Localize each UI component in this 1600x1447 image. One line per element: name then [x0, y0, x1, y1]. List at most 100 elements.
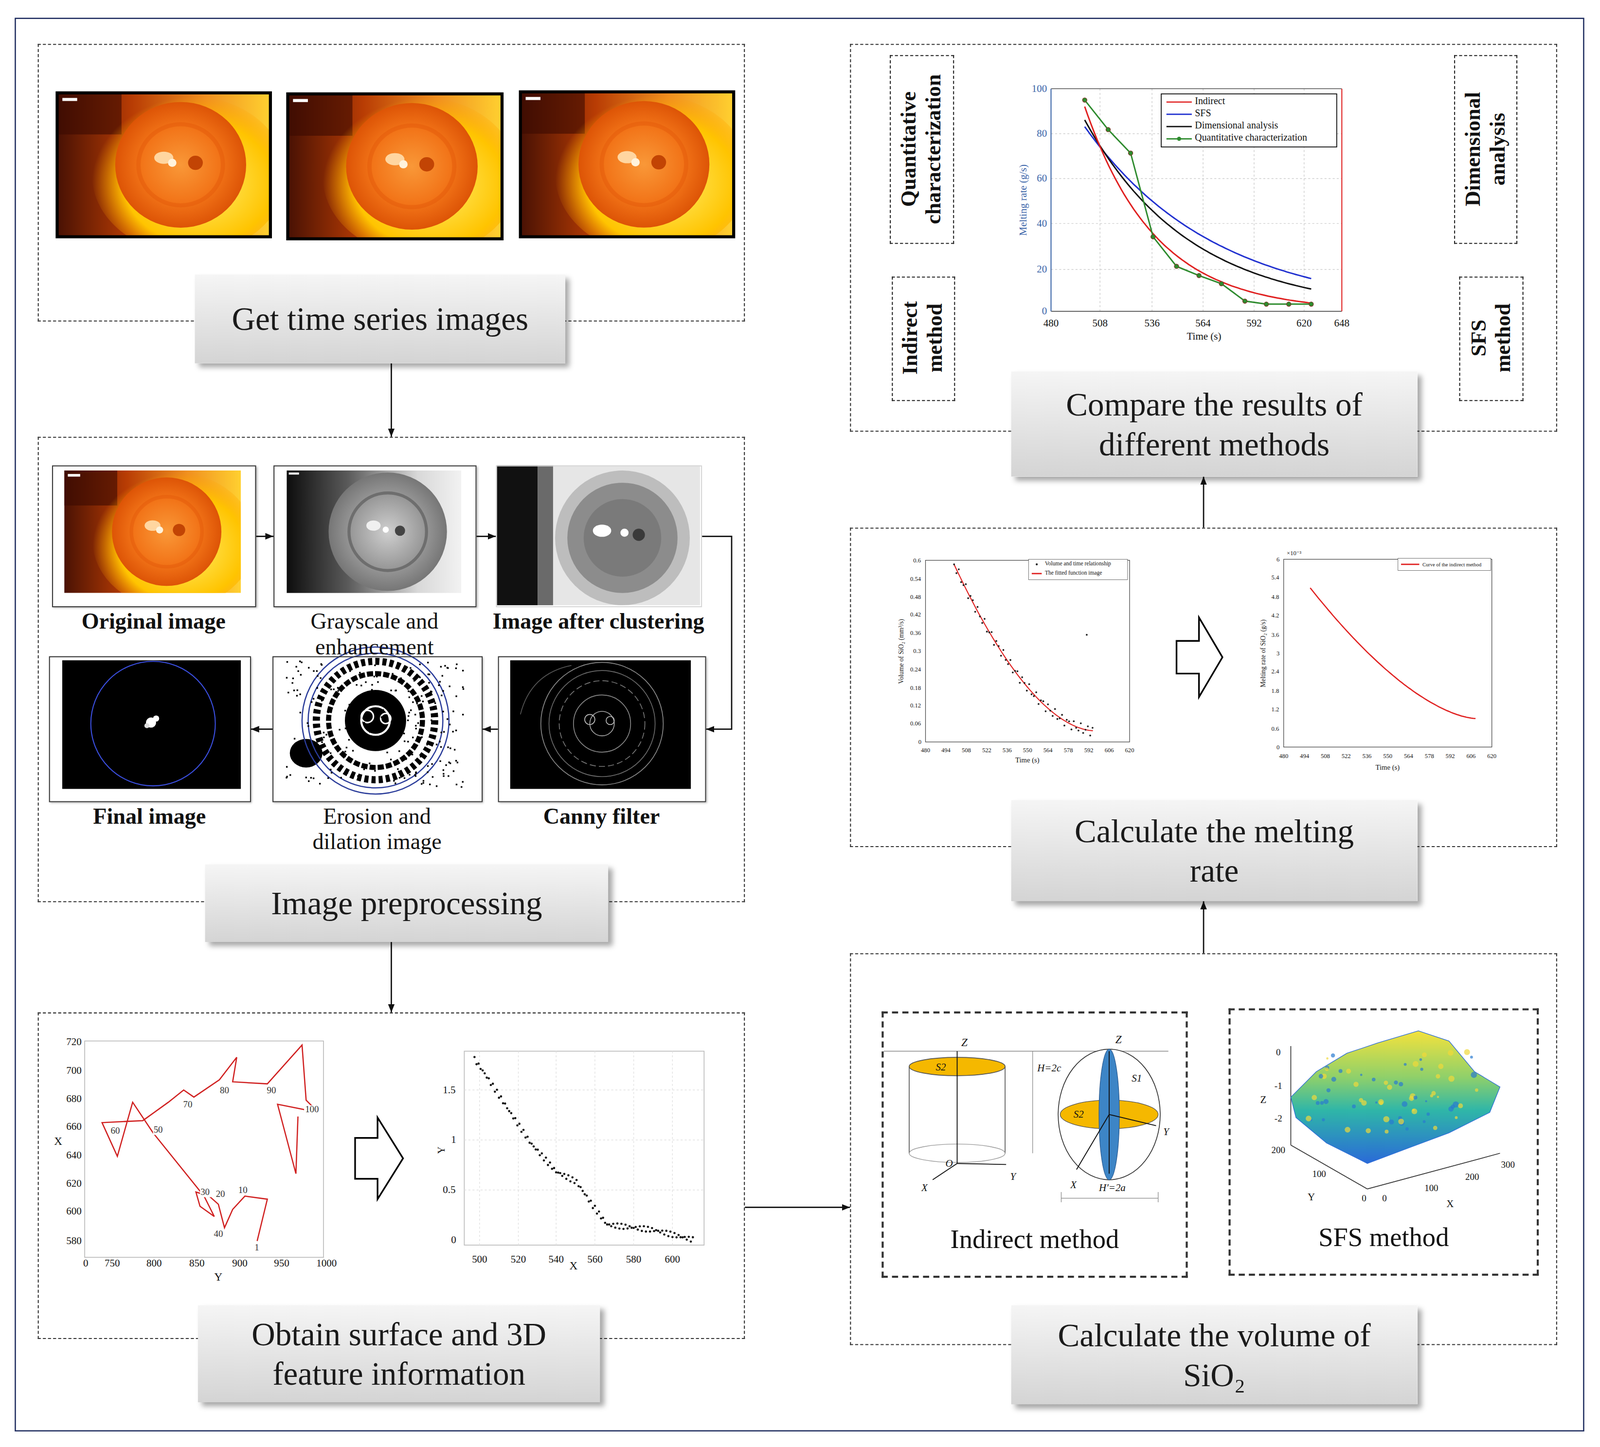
- surface-texture: [1353, 1081, 1359, 1087]
- axis-label: 680: [66, 1094, 82, 1105]
- axis-label: 564: [1195, 318, 1211, 329]
- ellipsoid-model: [1109, 1114, 1156, 1126]
- noise-dot: [431, 714, 434, 716]
- data-point: [493, 1090, 497, 1093]
- noise-dot: [310, 776, 312, 779]
- legend-entry: Quantitative characterization: [1166, 133, 1308, 144]
- erosion-photo: [328, 673, 423, 768]
- data-point: [510, 1112, 513, 1115]
- noise-dot: [308, 747, 311, 749]
- noise-dot: [344, 709, 346, 712]
- data-point: [1086, 725, 1089, 728]
- axis-label: 578: [1063, 746, 1074, 754]
- noise-dot: [407, 690, 410, 692]
- noise-dot: [375, 747, 378, 749]
- noise-dot: [414, 724, 417, 727]
- axis-label: 950: [273, 1258, 289, 1269]
- data-point: [583, 1192, 587, 1196]
- axis-label: 578: [1424, 753, 1435, 760]
- noise-dot: [449, 685, 451, 687]
- data-point: [571, 1175, 574, 1179]
- noise-dot: [352, 773, 354, 775]
- noise-dot: [455, 663, 458, 666]
- method-label: Indirect method: [898, 288, 948, 389]
- surface-texture: [1326, 1057, 1329, 1060]
- stage-title: Obtain surface and 3D feature informatio…: [197, 1305, 600, 1403]
- surface-texture: [1384, 1080, 1389, 1085]
- data-point: [638, 1224, 642, 1228]
- noise-dot: [329, 752, 332, 754]
- data-marker: [1128, 150, 1133, 156]
- noise-dot: [418, 676, 421, 678]
- legend-swatch: [1401, 561, 1420, 568]
- noise-dot: [456, 761, 459, 763]
- axis-label: 620: [1125, 746, 1135, 754]
- data-point: [614, 1226, 617, 1229]
- ellipsoid-model: [1058, 1048, 1161, 1203]
- canny-photo: [510, 660, 691, 789]
- noise-dot: [371, 683, 373, 686]
- image-frame: Original image: [52, 465, 257, 608]
- data-point: [971, 599, 974, 602]
- surface-texture: [1433, 1125, 1438, 1131]
- erosion-photo: [316, 661, 435, 780]
- data-point: [967, 597, 970, 600]
- noise-dot: [446, 666, 449, 669]
- method-caption: SFS method: [1230, 1223, 1537, 1254]
- axis-label: 560: [587, 1254, 603, 1265]
- axis-label: 500: [471, 1254, 487, 1265]
- curve: [1084, 119, 1312, 289]
- surface-texture: [1412, 1060, 1419, 1067]
- data-point: [1051, 715, 1054, 718]
- noise-dot: [445, 764, 447, 766]
- data-point: [960, 581, 963, 584]
- furnace-photo: [56, 91, 750, 609]
- noise-dot: [441, 674, 444, 677]
- noise-dot: [415, 727, 417, 730]
- grayscale-photo: [328, 472, 447, 591]
- noise-dot: [323, 731, 325, 734]
- noise-dot: [360, 684, 362, 686]
- data-point: [505, 1106, 509, 1110]
- canny-photo: [520, 665, 572, 715]
- noise-dot: [386, 751, 388, 754]
- noise-dot: [412, 736, 414, 738]
- data-point: [503, 1102, 507, 1105]
- axis-label: 750: [104, 1258, 120, 1269]
- method-label: Quantitative characterization: [896, 66, 946, 232]
- axis-label: 620: [66, 1178, 82, 1189]
- noise-dot: [388, 762, 390, 765]
- noise-dot: [452, 710, 454, 712]
- noise-dot: [407, 719, 409, 721]
- legend-entry: Dimensional analysis: [1166, 121, 1279, 132]
- axis-label: X: [1070, 1179, 1077, 1190]
- noise-dot: [455, 783, 458, 786]
- data-point: [624, 1223, 628, 1226]
- noise-dot: [323, 736, 325, 738]
- axis-label: 6: [1276, 556, 1280, 563]
- axis-label: 536: [1362, 753, 1372, 760]
- point-number: 1: [253, 1242, 261, 1252]
- noise-dot: [403, 732, 405, 735]
- noise-dot: [299, 757, 301, 760]
- noise-dot: [444, 665, 446, 667]
- legend-swatch: [1031, 570, 1043, 577]
- axis-label: 620: [1487, 753, 1497, 760]
- data-point: [636, 1228, 640, 1231]
- legend-entry: The fitted function image: [1031, 570, 1103, 577]
- data-marker: [1263, 301, 1269, 306]
- legend-swatch: [1166, 98, 1192, 106]
- noise-dot: [451, 730, 454, 733]
- rate-curve: [1310, 587, 1476, 719]
- flow-arrow: [476, 535, 497, 538]
- axis-label: Time (s): [1015, 756, 1040, 764]
- data-point: [1002, 648, 1005, 651]
- data-point: [618, 1227, 621, 1230]
- noise-dot: [442, 773, 445, 775]
- axis-label: 100: [1424, 1183, 1439, 1193]
- flow-arrow: [701, 536, 732, 729]
- noise-dot: [289, 773, 291, 776]
- stage-panel: Get time series images: [37, 43, 746, 322]
- data-point: [1044, 710, 1047, 713]
- data-point: [620, 1222, 623, 1225]
